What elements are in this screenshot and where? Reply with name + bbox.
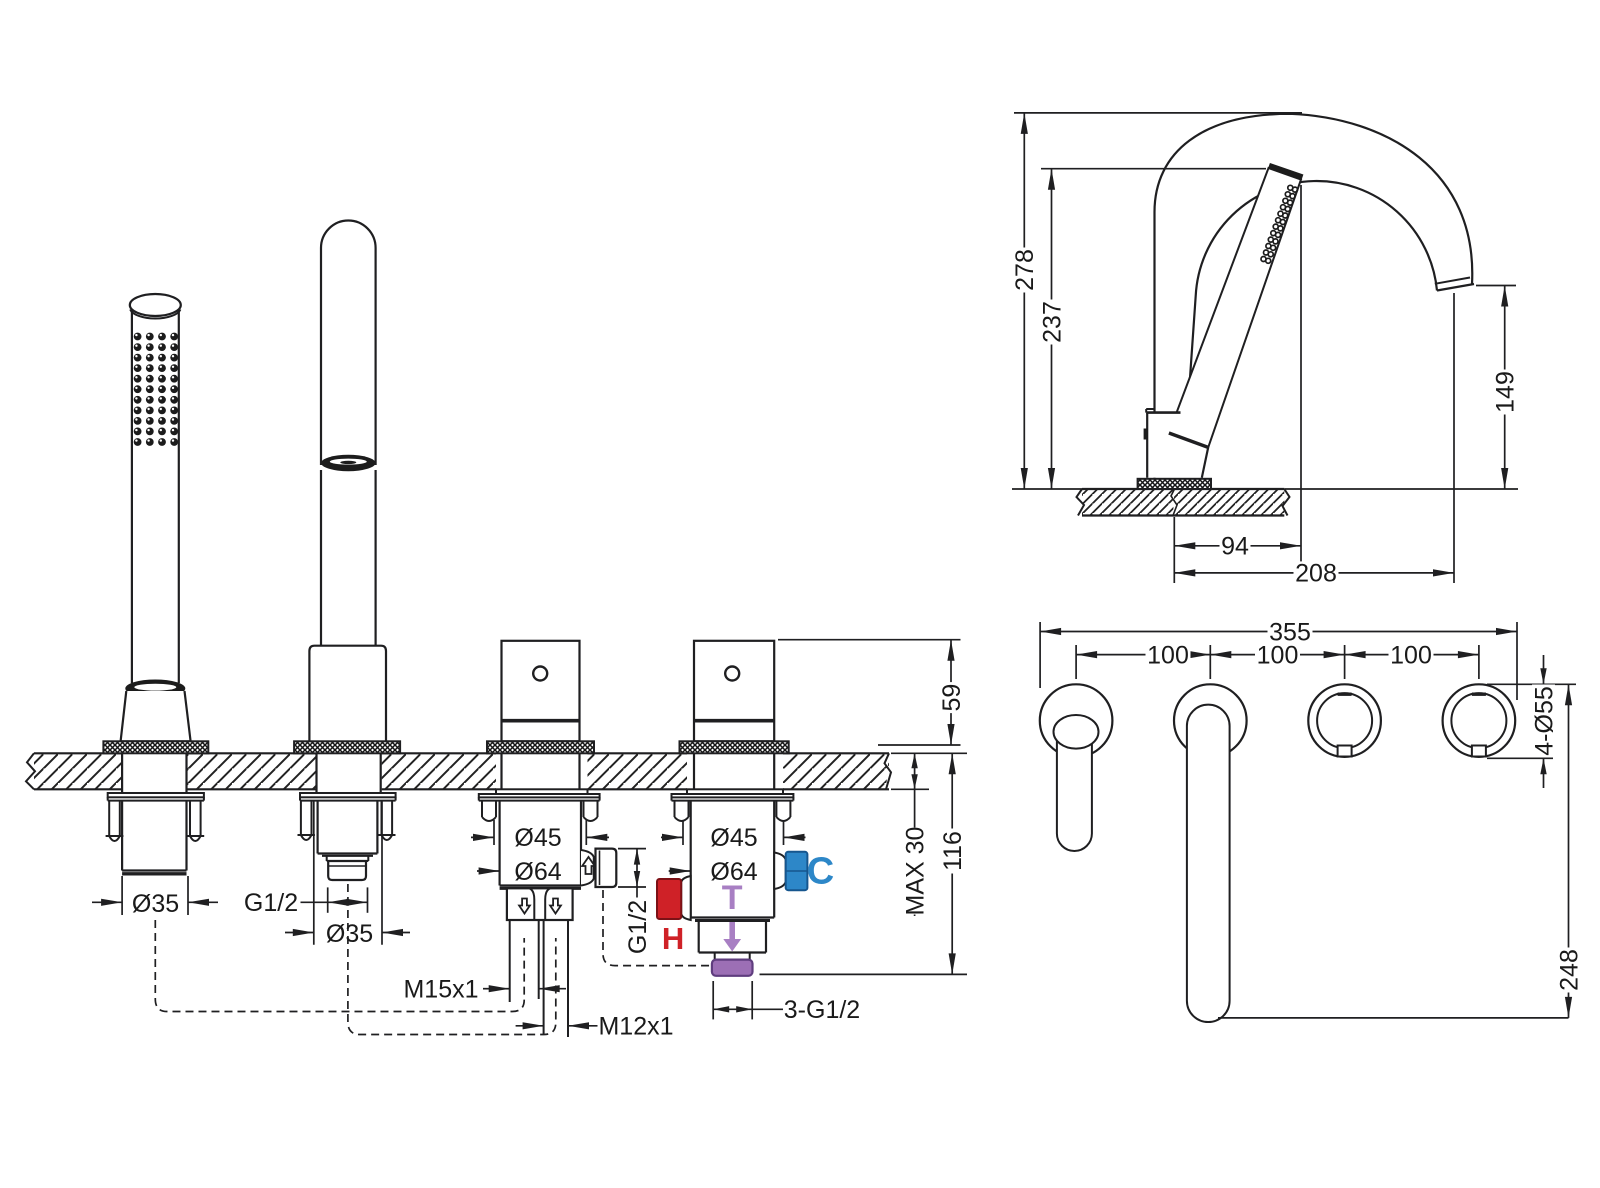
svg-text:M15x1: M15x1 [403,976,478,1004]
svg-text:59: 59 [938,684,966,712]
svg-text:T: T [722,879,743,917]
svg-text:MAX 30: MAX 30 [901,827,929,916]
svg-text:C: C [807,850,834,892]
svg-text:100: 100 [1257,641,1299,669]
svg-text:G1/2: G1/2 [244,889,298,917]
svg-text:4-Ø55: 4-Ø55 [1530,686,1558,755]
svg-text:M12x1: M12x1 [598,1013,673,1041]
svg-text:248: 248 [1555,949,1583,991]
svg-text:100: 100 [1147,641,1189,669]
svg-text:237: 237 [1038,301,1066,343]
svg-text:278: 278 [1011,249,1039,291]
svg-text:G1/2: G1/2 [624,900,652,954]
svg-text:355: 355 [1269,618,1311,646]
svg-text:100: 100 [1390,641,1432,669]
svg-text:94: 94 [1221,533,1249,561]
svg-text:Ø35: Ø35 [132,890,179,918]
svg-text:3-G1/2: 3-G1/2 [784,996,860,1024]
svg-text:208: 208 [1295,560,1337,588]
svg-text:Ø35: Ø35 [326,920,373,948]
svg-text:Ø45: Ø45 [514,824,561,852]
svg-text:116: 116 [939,831,967,871]
svg-text:Ø64: Ø64 [710,858,757,886]
svg-text:Ø64: Ø64 [514,858,561,886]
svg-text:H: H [662,921,684,956]
svg-text:Ø45: Ø45 [710,824,757,852]
svg-text:149: 149 [1492,371,1520,413]
